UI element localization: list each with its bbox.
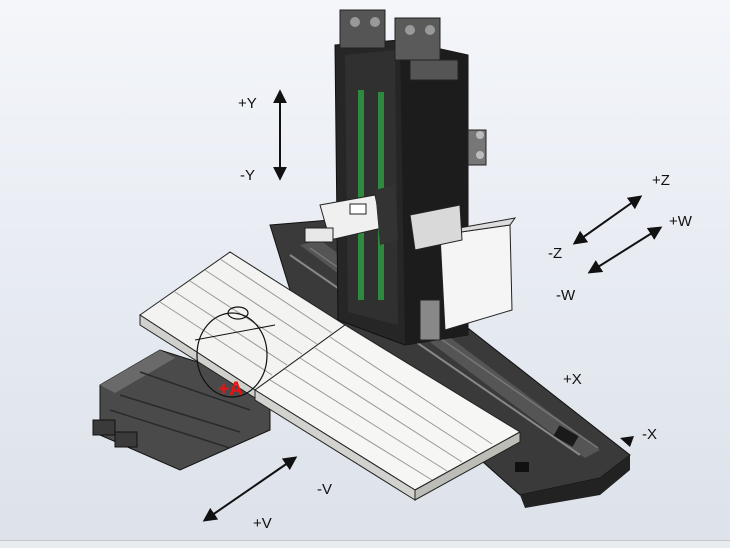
label-minus-x: -X [642, 426, 657, 443]
chip-conveyor-box [409, 204, 517, 341]
x-axis-end-pointer [620, 436, 634, 447]
label-plus-a: +A [218, 379, 243, 400]
bottom-status-strip [0, 540, 730, 548]
label-minus-v: -V [317, 481, 332, 498]
spindle-head [304, 185, 398, 245]
work-table-front [254, 324, 521, 501]
label-plus-w: +W [669, 213, 692, 230]
v-axis-arrow [202, 456, 298, 522]
label-minus-w: -W [556, 287, 576, 304]
label-plus-v: +V [253, 515, 272, 532]
label-plus-z: +Z [652, 172, 670, 189]
w-axis-arrow [587, 226, 663, 274]
label-minus-z: -Z [548, 245, 563, 262]
a-axis-rotation-indicator [194, 306, 276, 398]
label-minus-y: -Y [240, 167, 255, 184]
label-plus-y: +Y [238, 95, 257, 112]
label-plus-x: +X [563, 371, 582, 388]
z-axis-arrow [572, 195, 643, 245]
